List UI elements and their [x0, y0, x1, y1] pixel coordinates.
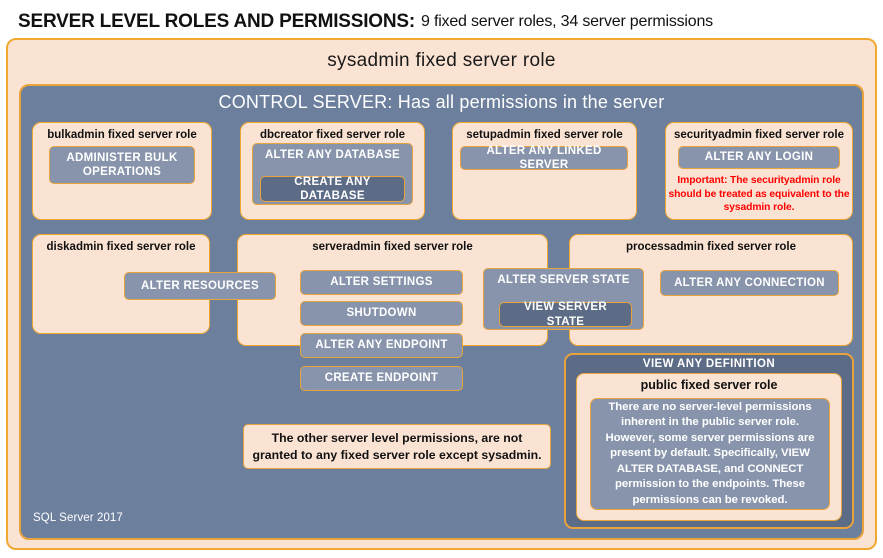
permission-alter-any-connection[interactable]: ALTER ANY CONNECTION	[660, 270, 839, 296]
permission-create-endpoint[interactable]: CREATE ENDPOINT	[300, 366, 463, 391]
permission-shutdown[interactable]: SHUTDOWN	[300, 301, 463, 326]
permission-create-any-database[interactable]: CREATE ANY DATABASE	[260, 176, 405, 202]
role-title-bulkadmin: bulkadmin fixed server role	[47, 129, 197, 141]
role-title-serveradmin: serveradmin fixed server role	[312, 241, 473, 253]
permission-alter-settings[interactable]: ALTER SETTINGS	[300, 270, 463, 295]
other-permissions-note: The other server level permissions, are …	[243, 424, 551, 469]
permission-alter-resources[interactable]: ALTER RESOURCES	[124, 272, 276, 300]
role-title-dbcreator: dbcreator fixed server role	[259, 129, 406, 141]
page-title: SERVER LEVEL ROLES AND PERMISSIONS: 9 fi…	[18, 8, 868, 36]
role-title-setupadmin: setupadmin fixed server role	[466, 129, 623, 141]
footer-version-label: SQL Server 2017	[33, 512, 123, 524]
control-server-label: CONTROL SERVER: Has all permissions in t…	[218, 92, 665, 112]
page-title-subtitle: 9 fixed server roles, 34 server permissi…	[421, 13, 713, 30]
permission-view-server-state[interactable]: VIEW SERVER STATE	[499, 301, 632, 328]
securityadmin-warning-note: Important: The securityadmin role should…	[668, 175, 850, 214]
sysadmin-role-label: sysadmin fixed server role	[327, 50, 556, 71]
page-title-strong: SERVER LEVEL ROLES AND PERMISSIONS:	[18, 11, 416, 32]
role-title-diskadmin: diskadmin fixed server role	[46, 241, 196, 253]
role-title-processadmin: processadmin fixed server role	[625, 241, 797, 253]
public-role-description: There are no server-level permissions in…	[590, 398, 830, 510]
role-card-setupadmin: setupadmin fixed server role	[452, 122, 637, 220]
permission-administer-bulk-operations[interactable]: ADMINISTER BULK OPERATIONS	[49, 146, 195, 184]
role-card-securityadmin: securityadmin fixed server role	[665, 122, 853, 220]
permission-alter-any-endpoint[interactable]: ALTER ANY ENDPOINT	[300, 333, 463, 358]
permission-alter-any-login[interactable]: ALTER ANY LOGIN	[678, 146, 840, 169]
permission-alter-any-linked-server[interactable]: ALTER ANY LINKED SERVER	[460, 145, 628, 171]
role-title-public: public fixed server role	[640, 378, 778, 392]
role-title-securityadmin: securityadmin fixed server role	[673, 129, 845, 141]
permission-view-any-definition[interactable]: VIEW ANY DEFINITION	[642, 358, 776, 370]
